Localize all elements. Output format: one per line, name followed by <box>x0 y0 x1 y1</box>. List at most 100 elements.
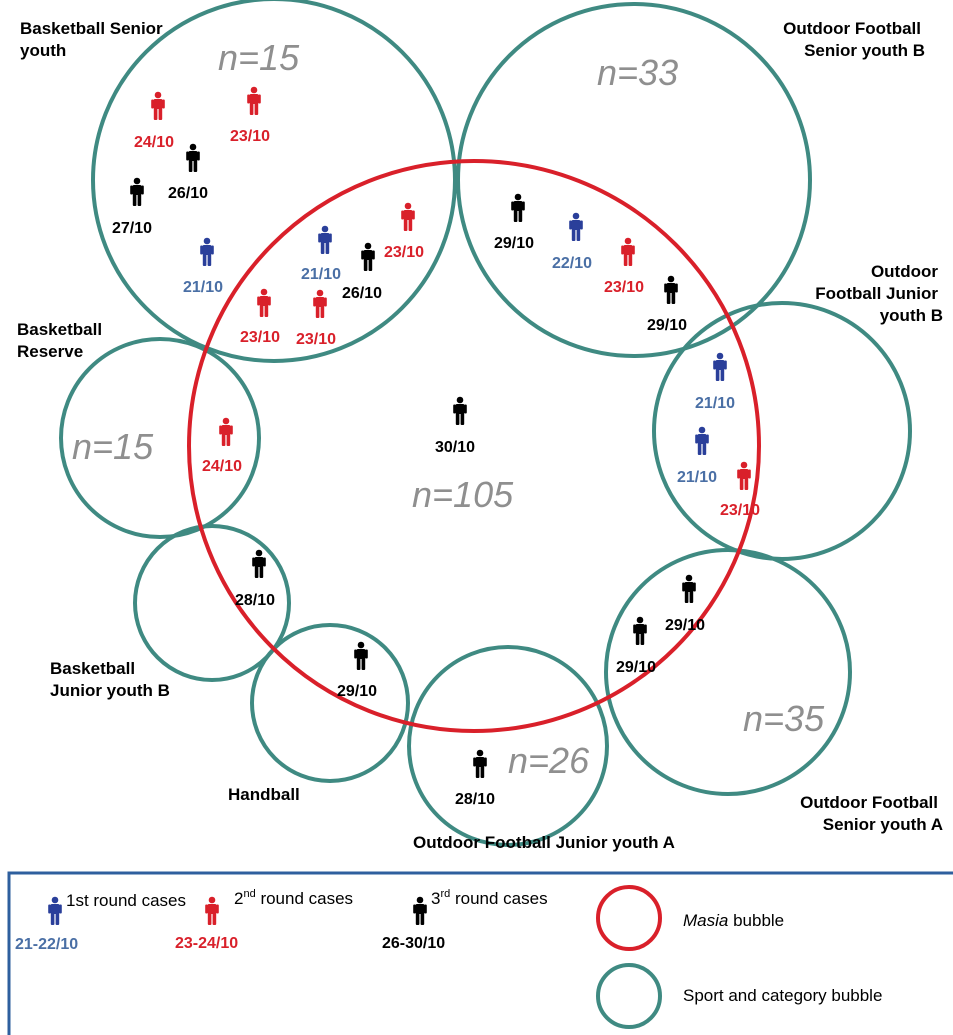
case-marker: 21/10 <box>677 426 717 486</box>
case-date-label: 29/10 <box>337 683 377 700</box>
legend-masia-label: Masia bubble <box>683 911 784 930</box>
title-basketball-reserve-1: Basketball <box>17 320 102 339</box>
case-date-label: 29/10 <box>494 235 534 252</box>
case-date-label: 21/10 <box>695 395 735 412</box>
case-date-label: 23/10 <box>230 128 270 145</box>
title-outdoor-football-junior-youth-b-3: youth B <box>880 306 943 325</box>
bubble-basketball-reserve <box>59 337 261 539</box>
bubble-outdoor-football-junior-youth-b <box>652 301 912 561</box>
person-icon <box>682 574 696 603</box>
legend-person-red-icon <box>205 896 219 925</box>
legend-round3-label: 3rd round cases <box>431 888 548 908</box>
person-icon <box>219 417 233 446</box>
title-basketball-reserve-2: Reserve <box>17 342 83 361</box>
case-marker: 26/10 <box>168 143 208 202</box>
legend-round3: 3rd round cases 26-30/10 <box>382 888 548 952</box>
legend-masia-circle-icon <box>596 885 662 951</box>
case-date-label: 23/10 <box>384 244 424 261</box>
legend-masia: Masia bubble <box>596 885 784 951</box>
n-outdoor-football-junior-youth-a: n=26 <box>508 740 590 781</box>
person-icon <box>313 289 327 318</box>
title-basketball-junior-youth-b-1: Basketball <box>50 659 135 678</box>
person-icon <box>713 352 727 381</box>
title-basketball-junior-youth-b-2: Junior youth B <box>50 681 170 700</box>
title-handball: Handball <box>228 785 300 804</box>
legend-sport-circle-icon <box>596 963 662 1029</box>
case-marker: 23/10 <box>604 237 644 296</box>
bubble-handball <box>250 623 410 783</box>
n-labels: n=15 n=33 n=15 n=105 n=26 n=35 <box>72 37 825 781</box>
bubble-masia <box>187 159 761 733</box>
case-marker: 23/10 <box>230 86 270 145</box>
person-icon <box>569 212 583 241</box>
person-icon <box>257 288 271 317</box>
case-marker: 23/10 <box>296 289 336 348</box>
case-marker: 21/10 <box>301 225 341 283</box>
case-date-label: 28/10 <box>455 791 495 808</box>
person-icon <box>130 177 144 206</box>
case-date-label: 23/10 <box>296 331 336 348</box>
case-marker: 22/10 <box>552 212 592 272</box>
legend-sport-label: Sport and category bubble <box>683 986 882 1005</box>
case-date-label: 28/10 <box>235 592 275 609</box>
legend-border <box>7 871 953 1035</box>
person-icon <box>664 275 678 304</box>
case-marker: 29/10 <box>337 641 377 700</box>
bubble-basketball-junior-youth-b <box>133 524 291 682</box>
person-icon <box>621 237 635 266</box>
person-icon <box>737 461 751 490</box>
legend-round2-dates: 23-24/10 <box>175 935 238 952</box>
case-marker: 21/10 <box>183 237 223 296</box>
case-date-label: 29/10 <box>665 617 705 634</box>
person-icon <box>473 749 487 778</box>
legend: 1st round cases 21-22/10 2nd round cases… <box>7 871 953 1035</box>
bubble-titles: Basketball Senior youth Outdoor Football… <box>17 19 943 852</box>
legend-round1-dates: 21-22/10 <box>15 936 78 953</box>
n-outdoor-football-senior-youth-b: n=33 <box>597 52 678 93</box>
title-basketball-senior-youth-2: youth <box>20 41 66 60</box>
case-marker: 29/10 <box>647 275 687 334</box>
legend-round2: 2nd round cases 23-24/10 <box>175 888 353 952</box>
bubble-outdoor-football-senior-youth-b <box>456 2 812 358</box>
case-date-label: 21/10 <box>183 279 223 296</box>
case-marker: 23/10 <box>240 288 280 346</box>
person-icon <box>186 143 200 172</box>
person-icon <box>633 616 647 645</box>
n-basketball-reserve: n=15 <box>72 426 154 467</box>
case-date-label: 27/10 <box>112 220 152 237</box>
case-marker: 29/10 <box>665 574 705 634</box>
case-marker: 29/10 <box>616 616 656 676</box>
n-masia: n=105 <box>412 474 514 515</box>
case-marker: 28/10 <box>235 549 275 609</box>
person-icon <box>247 86 261 115</box>
title-outdoor-football-junior-youth-a: Outdoor Football Junior youth A <box>413 833 675 852</box>
legend-round3-dates: 26-30/10 <box>382 935 445 952</box>
n-outdoor-football-senior-youth-a: n=35 <box>743 698 825 739</box>
case-date-label: 24/10 <box>134 134 174 151</box>
title-outdoor-football-senior-youth-a-2: Senior youth A <box>823 815 943 834</box>
person-icon <box>318 225 332 254</box>
case-date-label: 21/10 <box>301 266 341 283</box>
title-outdoor-football-senior-youth-b-2: Senior youth B <box>804 41 925 60</box>
case-marker: 23/10 <box>720 461 760 519</box>
case-marker: 28/10 <box>455 749 495 808</box>
bubble-outdoor-football-senior-youth-a <box>604 548 852 796</box>
case-marker: 23/10 <box>384 202 424 261</box>
n-basketball-senior-youth: n=15 <box>218 37 300 78</box>
person-icon <box>401 202 415 231</box>
person-icon <box>151 91 165 120</box>
case-date-label: 23/10 <box>240 329 280 346</box>
legend-round1: 1st round cases 21-22/10 <box>15 891 186 953</box>
case-date-label: 24/10 <box>202 458 242 475</box>
person-icon <box>511 193 525 222</box>
case-marker: 21/10 <box>695 352 735 412</box>
case-date-label: 29/10 <box>616 659 656 676</box>
legend-person-blue-icon <box>48 896 62 925</box>
case-marker: 27/10 <box>112 177 152 237</box>
person-icon <box>695 426 709 455</box>
case-date-label: 29/10 <box>647 317 687 334</box>
bubble-basketball-senior-youth <box>91 0 457 363</box>
case-date-label: 23/10 <box>720 502 760 519</box>
